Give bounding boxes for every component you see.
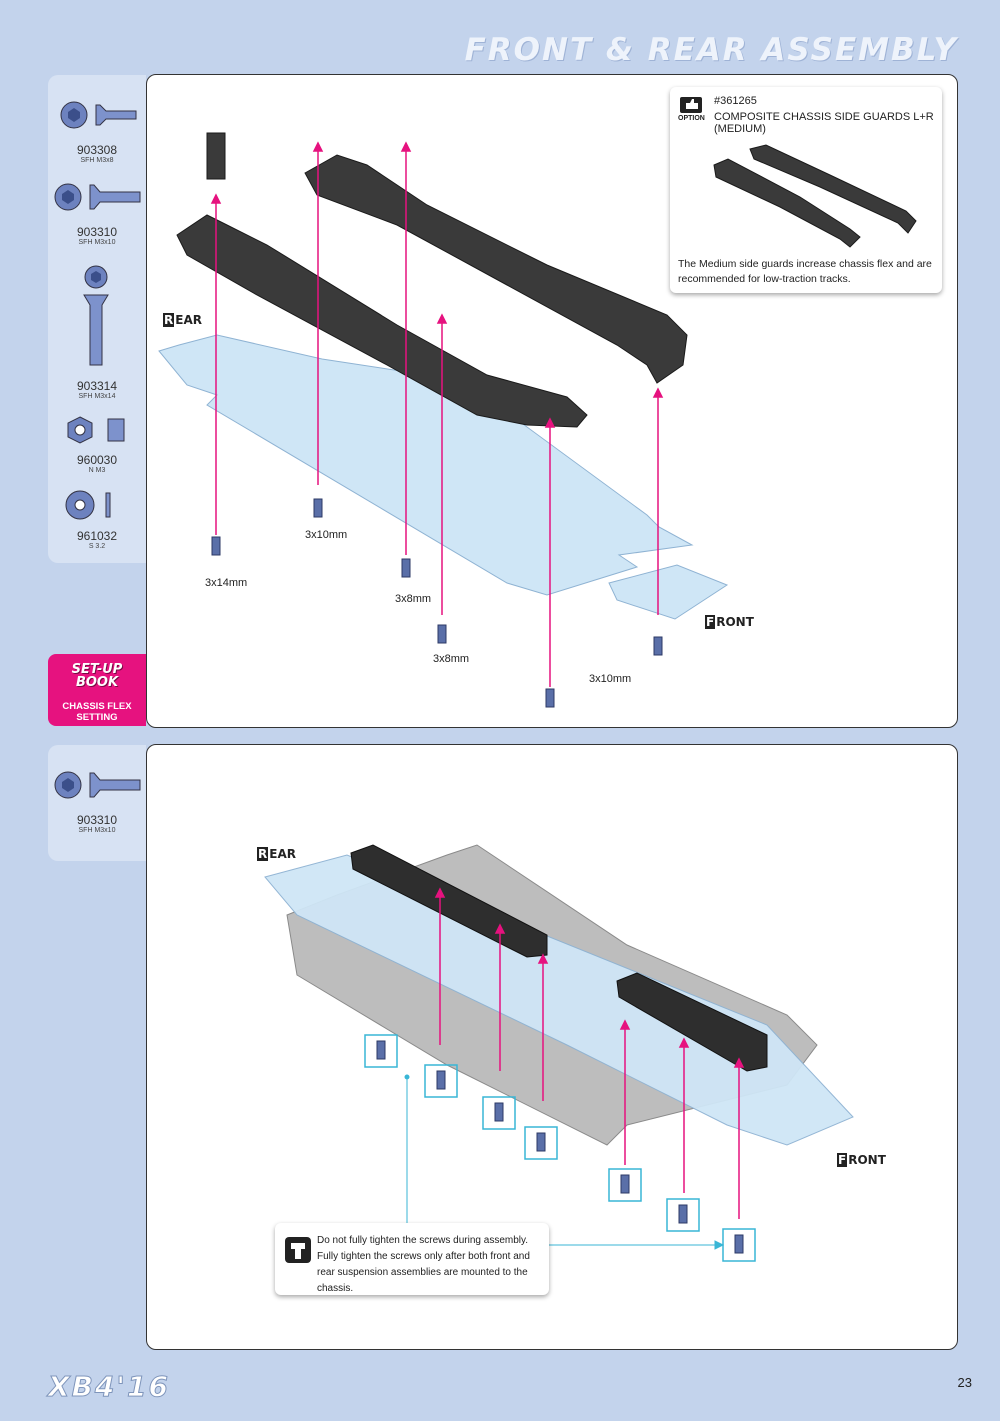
setup-book-tab[interactable]: SET-UP BOOK CHASSIS FLEX SETTING: [48, 654, 146, 726]
screw-label-3x10: 3x10mm: [305, 529, 348, 541]
part-desc: SFH M3x14: [78, 393, 116, 400]
setup-book-subtitle: CHASSIS FLEX SETTING: [62, 701, 132, 723]
parts-sidebar-step2: 903310 SFH M3x10: [48, 745, 146, 861]
part-903308: 903308 SFH M3x8: [48, 97, 146, 165]
part-903310: 903310 SFH M3x10: [48, 179, 146, 247]
part-code: 903308: [76, 143, 118, 157]
part-desc: SFH M3x10: [78, 239, 116, 246]
part-desc: SFH M3x10: [78, 827, 116, 834]
screw-label-3x10: 3x10mm: [589, 673, 632, 685]
page-number: 23: [957, 1375, 972, 1390]
part-code: 961032: [76, 529, 118, 543]
option-description: The Medium side guards increase chassis …: [678, 258, 932, 285]
countersunk-screw-icon: [54, 183, 141, 211]
thumbs-up-icon: [680, 97, 702, 113]
step2-assembly-diagram: [264, 844, 854, 1262]
page-title: FRONT & REAR ASSEMBLY: [464, 32, 958, 68]
side-guards-illustration: [713, 144, 917, 248]
screw-label-3x8: 3x8mm: [395, 593, 432, 605]
part-903310: 903310 SFH M3x10: [48, 767, 146, 835]
part-code: 903310: [76, 813, 118, 827]
nut-icon: [67, 416, 125, 444]
part-code: 903310: [76, 225, 118, 239]
product-logo: XB4'16: [48, 1370, 170, 1404]
setup-book-title-2: BOOK: [75, 675, 119, 690]
countersunk-screw-icon: [54, 771, 141, 799]
part-code: 903314: [76, 379, 118, 393]
step1-assembly-diagram: [158, 132, 729, 708]
screw-label-3x8: 3x8mm: [433, 653, 470, 665]
assembly-note: Do not fully tighten the screws during a…: [275, 1223, 549, 1295]
part-903314: 903314 SFH M3x14: [48, 263, 146, 401]
part-961032: 961032 S 3.2: [48, 485, 146, 551]
part-desc: S 3.2: [88, 543, 106, 550]
part-code: 960030: [76, 453, 118, 467]
tighten-warning-icon: [285, 1237, 311, 1263]
parts-sidebar-step1: 903308 SFH M3x8 903310 SFH M3x10 903314 …: [48, 75, 146, 563]
assembly-note-text: Do not fully tighten the screws during a…: [317, 1235, 530, 1294]
washer-icon: [65, 490, 111, 520]
part-desc: SFH M3x8: [80, 157, 114, 164]
option-badge: OPTION: [678, 95, 705, 122]
part-desc: N M3: [88, 467, 106, 474]
part-960030: 960030 N M3: [48, 413, 146, 475]
option-part-number: #361265: [714, 95, 757, 107]
countersunk-screw-icon: [83, 265, 109, 366]
countersunk-screw-icon: [60, 101, 137, 129]
setup-book-title-1: SET-UP: [71, 662, 123, 677]
option-part-name: COMPOSITE CHASSIS SIDE GUARDS L+R (MEDIU…: [714, 111, 934, 135]
screw-label-3x14: 3x14mm: [205, 577, 248, 589]
option-callout: OPTION #361265 COMPOSITE CHASSIS SIDE GU…: [670, 87, 942, 293]
